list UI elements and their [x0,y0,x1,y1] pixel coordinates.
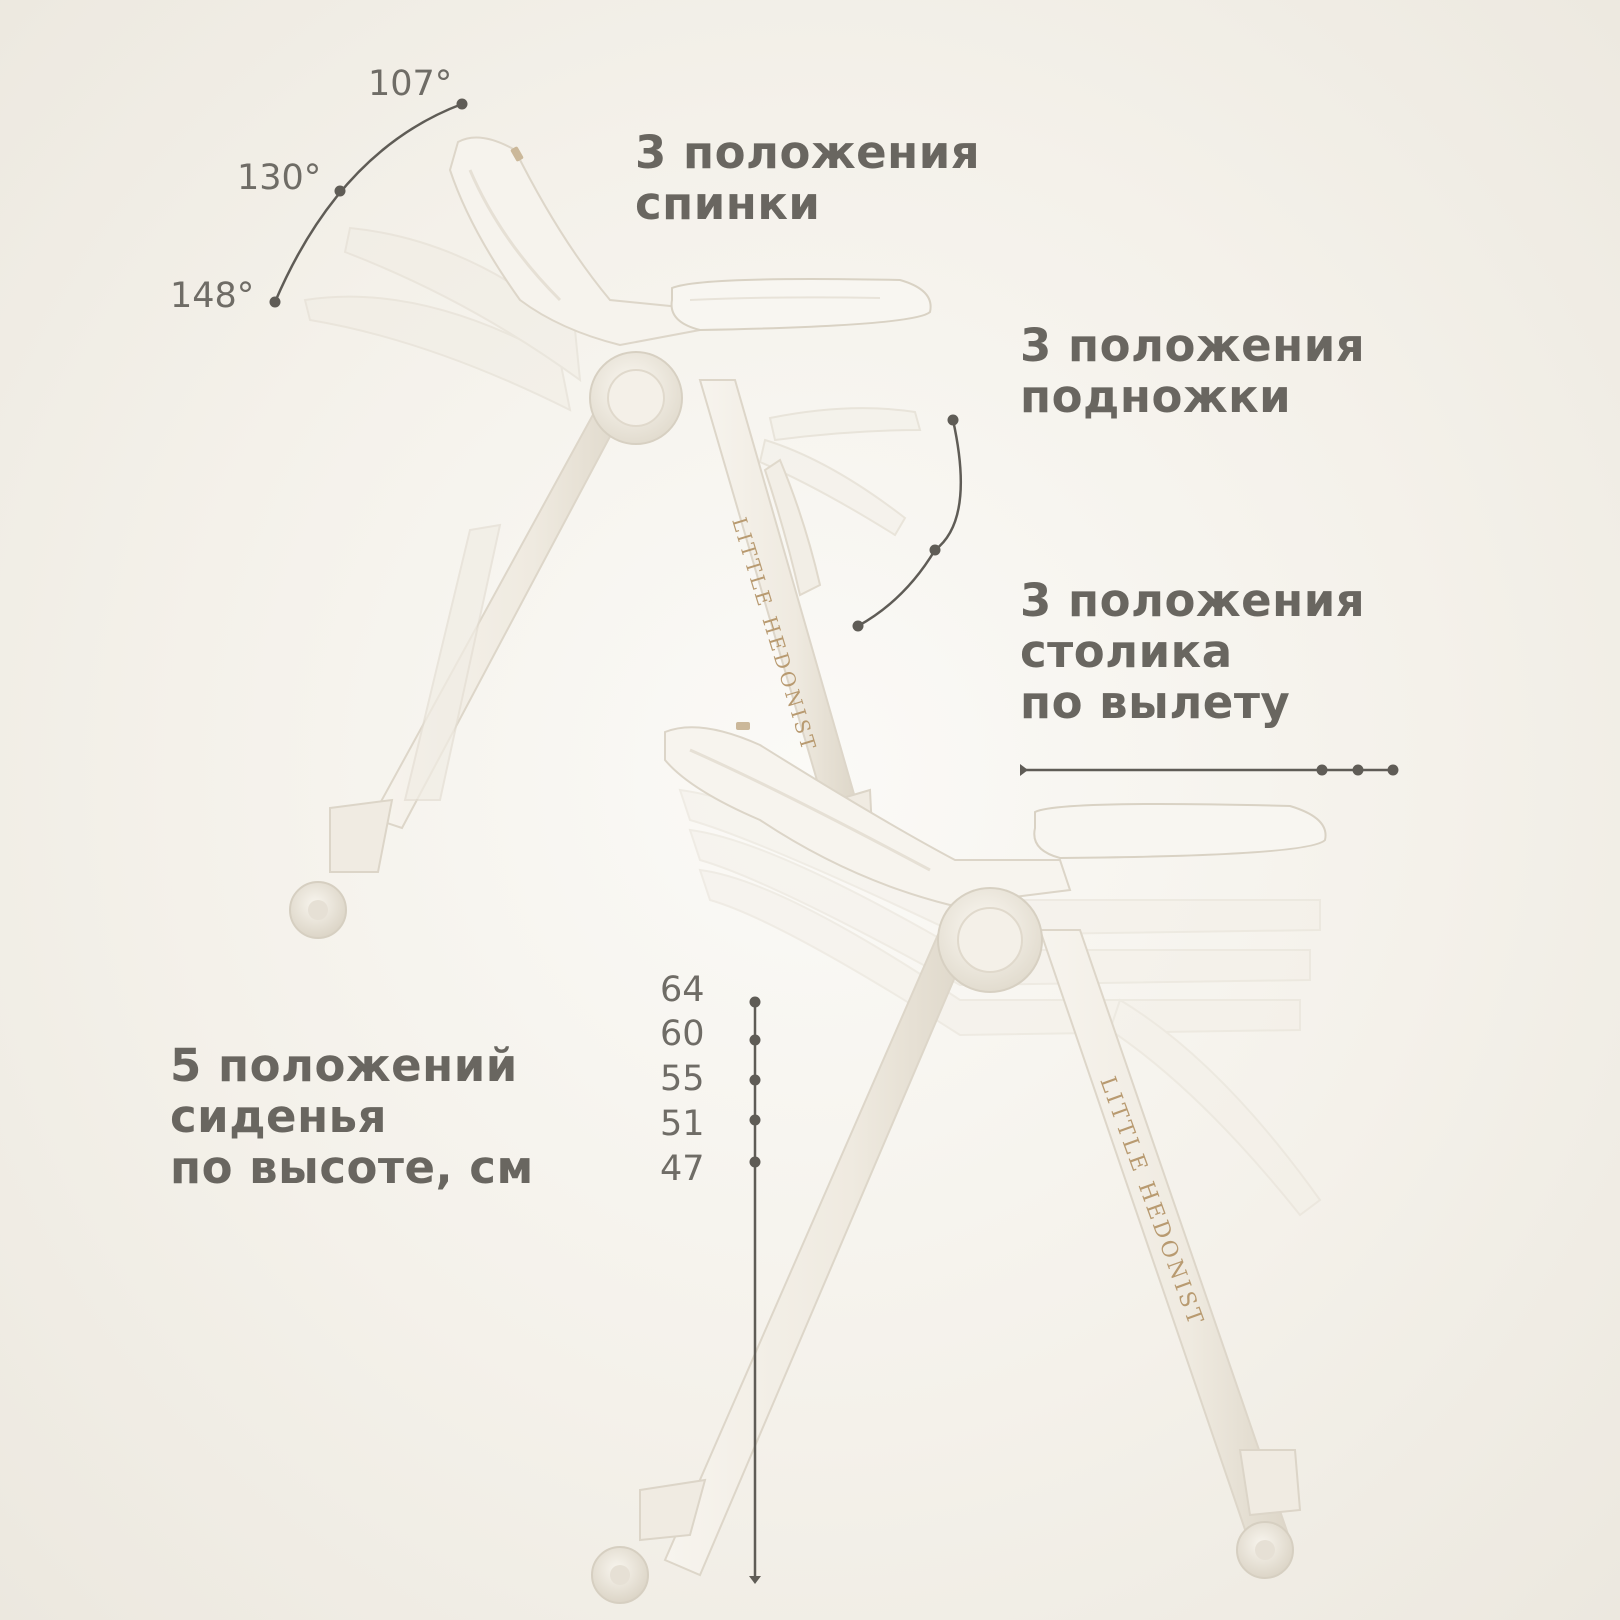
tray-heading-line2: столика [1020,625,1233,678]
rear-leg [663,929,977,1577]
seat-height-47: 47 [660,1149,705,1189]
tray-positions-heading: 3 положения столика по вылету [1020,575,1365,728]
seat-height-51: 51 [660,1104,705,1144]
seat-heading-line1: 5 положений [170,1039,518,1092]
tray-heading-line3: по вылету [1020,676,1291,729]
top-rear-wheel [289,798,394,939]
seat-height-64: 64 [660,970,705,1010]
seat-shell [664,726,1072,907]
seat-height-60: 60 [660,1014,705,1054]
angle-label-130: 130° [237,158,322,198]
seat-height-heading: 5 положений сиденья по высоте, см [170,1040,534,1193]
footrest-arc [852,414,963,632]
top-chair: LITTLE HEDONIST [289,136,932,939]
footrest-heading-line1: 3 положения [1020,319,1366,372]
seat-heading-line3: по высоте, см [170,1141,534,1194]
seat-heading-line2: сиденья [170,1090,388,1143]
rear-leg [370,379,642,830]
seat-height-scale [749,996,761,1584]
footrest-heading-line2: подножки [1020,370,1292,423]
backrest-positions-heading: 3 положения спинки [635,127,980,229]
angle-label-107: 107° [368,64,453,104]
tray [670,278,932,332]
bottom-brand-wordmark: LITTLE HEDONIST [1094,1074,1208,1331]
footrest-positions [758,407,922,597]
tray-extension-scale [1020,764,1399,776]
ghost-backrest-positions [303,226,582,412]
backrest-heading-line2: спинки [635,177,821,230]
backrest-heading-line1: 3 положения [635,126,981,179]
seat-height-55: 55 [660,1059,705,1099]
bottom-front-wheel [1236,1449,1302,1579]
footrest-positions-heading: 3 положения подножки [1020,320,1365,422]
bottom-rear-wheel [591,1478,707,1604]
backrest-angle-arc [269,98,468,308]
tray-heading-line1: 3 положения [1020,574,1366,627]
tray [1033,803,1327,860]
angle-label-148: 148° [170,276,255,316]
